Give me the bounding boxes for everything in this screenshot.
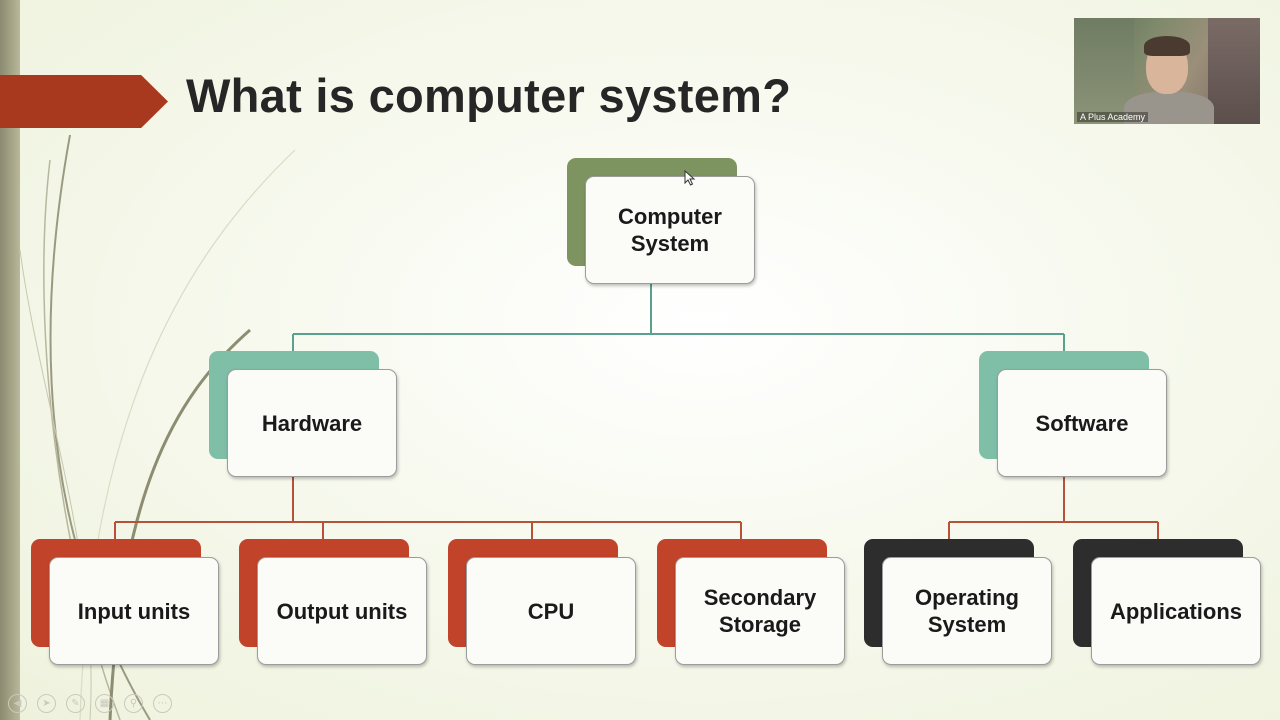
node-output-units-label: Output units — [276, 598, 408, 624]
node-software-box: Software — [997, 369, 1167, 477]
prev-icon[interactable]: ◀ — [8, 694, 27, 713]
node-secondary-storage: Secondary Storage — [657, 539, 845, 665]
node-secondary-storage-box: Secondary Storage — [675, 557, 845, 665]
presenter-body — [1124, 92, 1214, 124]
node-output-units-box: Output units — [257, 557, 427, 665]
webcam-label: A Plus Academy — [1077, 112, 1149, 122]
pen-icon[interactable]: ✎ — [66, 694, 85, 713]
mouse-cursor-icon — [684, 170, 696, 186]
node-hardware-label: Hardware — [261, 410, 363, 436]
node-computer-system-label: Computer System — [618, 204, 722, 256]
hardware-connectors — [114, 477, 742, 541]
title-accent-arrow — [0, 75, 168, 128]
node-secondary-storage-label: Secondary Storage — [703, 585, 817, 637]
node-operating-system-label: Operating System — [915, 585, 1019, 637]
slideshow-toolbar: ◀ ➤ ✎ ▦ ⚲ ⋯ — [8, 694, 172, 713]
node-applications-label: Applications — [1109, 598, 1242, 624]
more-icon[interactable]: ⋯ — [153, 694, 172, 713]
presenter-hair — [1144, 36, 1190, 56]
node-operating-system: Operating System — [864, 539, 1052, 665]
node-cpu-label: CPU — [527, 598, 575, 624]
node-applications-box: Applications — [1091, 557, 1261, 665]
webcam-overlay: A Plus Academy — [1074, 18, 1260, 124]
node-operating-system-box: Operating System — [882, 557, 1052, 665]
node-output-units: Output units — [239, 539, 427, 665]
node-input-units-box: Input units — [49, 557, 219, 665]
grid-icon[interactable]: ▦ — [95, 694, 114, 713]
node-software-label: Software — [1035, 410, 1129, 436]
node-input-units-label: Input units — [77, 598, 191, 624]
node-computer-system-box: Computer System — [585, 176, 755, 284]
software-connectors — [948, 477, 1159, 541]
pointer-icon[interactable]: ➤ — [37, 694, 56, 713]
node-cpu-box: CPU — [466, 557, 636, 665]
node-input-units: Input units — [31, 539, 219, 665]
node-computer-system: Computer System — [567, 158, 755, 284]
webcam-background-right — [1208, 18, 1260, 124]
node-software: Software — [979, 351, 1167, 477]
zoom-icon[interactable]: ⚲ — [124, 694, 143, 713]
node-applications: Applications — [1073, 539, 1261, 665]
slide-title: What is computer system? — [186, 69, 792, 122]
root-connectors — [292, 284, 1065, 354]
slide-left-strip — [0, 0, 20, 720]
node-hardware-box: Hardware — [227, 369, 397, 477]
node-cpu: CPU — [448, 539, 636, 665]
node-hardware: Hardware — [209, 351, 397, 477]
